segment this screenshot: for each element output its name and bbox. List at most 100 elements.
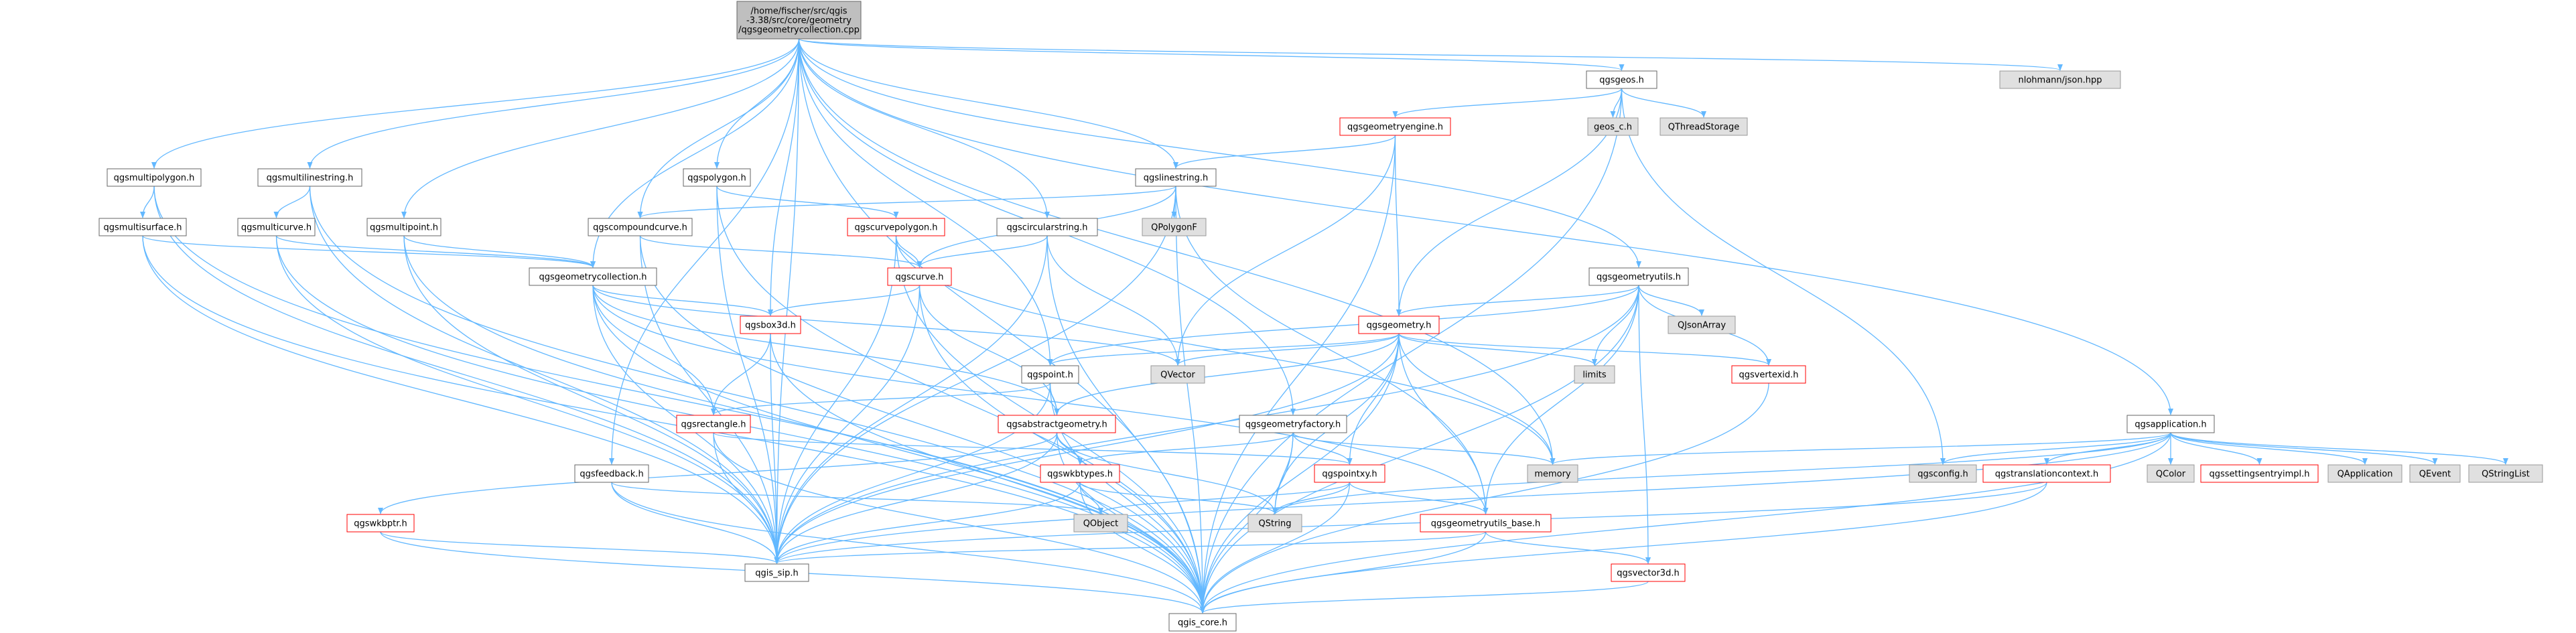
node-label-qgsconfig: qgsconfig.h <box>1917 470 1968 480</box>
edge-qgsgeometryutils-to-qgspoint <box>1047 285 1639 366</box>
node-label-qgsvertexid: qgsvertexid.h <box>1739 370 1798 380</box>
node-box-nlohmann <box>1999 70 2121 89</box>
node-qgsmultisurface[interactable]: qgsmultisurface.h <box>98 218 187 236</box>
node-qgsgeometryfactory[interactable]: qgsgeometryfactory.h <box>1239 415 1347 433</box>
node-qgsabstractgeometry[interactable]: qgsabstractgeometry.h <box>998 415 1116 433</box>
edge-qgspolygon-to-qgis_sip <box>716 186 780 564</box>
node-root[interactable]: /home/fischer/src/qgis-3.38/src/core/geo… <box>736 1 862 40</box>
node-label-qvector: QVector <box>1160 370 1195 380</box>
edge-qgsgeometryutils-to-qgis_sip <box>774 285 1639 564</box>
node-qgsmultilinestring[interactable]: qgsmultilinestring.h <box>257 168 362 187</box>
node-box-qgsabstractgeometry <box>998 415 1116 433</box>
edge-qgsmultipolygon-to-qgsmultisurface <box>140 186 155 218</box>
node-qgsmulticurve[interactable]: qgsmulticurve.h <box>237 218 316 236</box>
edge-qgsgeos-to-qgis_core <box>1200 88 1623 614</box>
node-label-qgsgeometrycollection: qgsgeometrycollection.h <box>539 273 647 283</box>
node-qgscurve[interactable]: qgscurve.h <box>887 267 952 286</box>
edge-root-to-qgsgeometryutils <box>798 38 1641 268</box>
node-qgsgeometryutils[interactable]: qgsgeometryutils.h <box>1588 267 1689 286</box>
edge-qgsrectangle-to-qgspointxy <box>713 432 1353 465</box>
edge-qgsgeometry-to-qgsvertexid <box>1398 333 1771 366</box>
node-qgscircularstring[interactable]: qgscircularstring.h <box>996 218 1098 236</box>
node-label-qgscurve: qgscurve.h <box>895 273 943 283</box>
node-label-qgsabstractgeometry: qgsabstractgeometry.h <box>1006 420 1107 430</box>
node-label-geos_c: geos_c.h <box>1594 123 1632 133</box>
node-qgsrectangle[interactable]: qgsrectangle.h <box>676 415 751 433</box>
edge-qgscircularstring-to-qgscurve <box>917 235 1048 268</box>
node-qgsconfig: qgsconfig.h <box>1909 464 1977 483</box>
node-qgswkbtypes[interactable]: qgswkbtypes.h <box>1040 464 1120 483</box>
node-qgspointxy[interactable]: qgspointxy.h <box>1314 464 1385 483</box>
node-qgis_sip[interactable]: qgis_sip.h <box>744 563 809 582</box>
node-qgsapplication[interactable]: qgsapplication.h <box>2126 415 2215 433</box>
node-label-qgsmultipolygon: qgsmultipolygon.h <box>114 173 195 184</box>
edge-qgslinestring-to-qgsgeometryutils_base <box>1175 186 1489 514</box>
edge-qgsapplication-to-qgis_core <box>1200 432 2171 614</box>
edge-qgswkbptr-to-qgis_sip <box>380 531 780 564</box>
node-label-qstringlist: QStringList <box>2482 470 2530 480</box>
edge-qgswkbtypes-to-qgis_sip <box>774 482 1081 564</box>
node-qgsmultipolygon[interactable]: qgsmultipolygon.h <box>107 168 202 187</box>
edge-qgsmultilinestring-to-qgsmulticurve <box>273 186 311 218</box>
node-label-qgssettingsentryimpl: qgssettingsentryimpl.h <box>2209 470 2309 480</box>
node-qgsgeometryutils_base[interactable]: qgsgeometryutils_base.h <box>1420 514 1552 533</box>
node-qjsonarray: QJsonArray <box>1668 315 1736 334</box>
node-qgsvector3d[interactable]: qgsvector3d.h <box>1611 563 1686 582</box>
node-qgsbox3d[interactable]: qgsbox3d.h <box>740 315 801 334</box>
node-qgsmultipoint[interactable]: qgsmultipoint.h <box>366 218 442 236</box>
edge-qgsgeometryutils_base-to-qgsvector3d <box>1485 531 1651 564</box>
node-qgscompoundcurve[interactable]: qgscompoundcurve.h <box>588 218 693 236</box>
node-box-qgsgeometryengine <box>1339 117 1451 136</box>
node-qgsgeometryengine[interactable]: qgsgeometryengine.h <box>1339 117 1451 136</box>
node-label-qgslinestring: qgslinestring.h <box>1144 173 1208 184</box>
node-box-qgscircularstring <box>996 218 1098 236</box>
edge-qgsapplication-to-qstringlist <box>2170 432 2508 465</box>
edge-qgsgeometrycollection-to-qvector <box>592 285 1180 366</box>
edge-root-to-qgsfeedback <box>609 38 800 465</box>
edge-qgscompoundcurve-to-qgis_sip <box>639 235 780 564</box>
node-label-qgspointxy: qgspointxy.h <box>1322 470 1377 480</box>
node-qpolygonf: QPolygonF <box>1142 218 1207 236</box>
node-qgssettingsentryimpl[interactable]: qgssettingsentryimpl.h <box>2200 464 2319 483</box>
node-label-nlohmann: nlohmann/json.hpp <box>2019 76 2102 86</box>
edge-root-to-qgsgeos <box>798 38 1625 71</box>
edge-qgsmultilinestring-to-qgis_core <box>309 186 1205 614</box>
edge-qgscompoundcurve-to-qgscurve <box>639 235 923 268</box>
node-qgslinestring[interactable]: qgslinestring.h <box>1135 168 1217 187</box>
node-qgsvertexid[interactable]: qgsvertexid.h <box>1731 365 1806 384</box>
node-nlohmann: nlohmann/json.hpp <box>1999 70 2121 89</box>
edge-qgspointxy-to-qgsgeometryutils_base <box>1349 482 1489 514</box>
node-qgspolygon[interactable]: qgspolygon.h <box>683 168 751 187</box>
edge-root-to-qgslinestring <box>798 38 1178 169</box>
edge-qgsrectangle-to-qgis_sip <box>713 432 780 564</box>
edge-qgspointxy-to-qobject <box>1098 482 1351 514</box>
edge-qgsgeometryutils_base-to-qgis_sip <box>774 531 1487 564</box>
edge-root-to-qgscompoundcurve <box>637 38 800 218</box>
edge-qgsfeedback-to-qgis_core <box>611 482 1205 614</box>
node-box-qpolygonf <box>1142 218 1207 236</box>
node-box-memory <box>1527 464 1578 483</box>
node-label-qapplication: QApplication <box>2337 470 2393 480</box>
node-label-qgsbox3d: qgsbox3d.h <box>745 321 796 331</box>
node-qgspoint[interactable]: qgspoint.h <box>1021 365 1079 384</box>
node-qgscurvepolygon[interactable]: qgscurvepolygon.h <box>847 218 945 236</box>
node-label-qgspoint: qgspoint.h <box>1027 370 1073 380</box>
node-qgsfeedback[interactable]: qgsfeedback.h <box>574 464 649 483</box>
node-qgstranslationcontext[interactable]: qgstranslationcontext.h <box>1982 464 2111 483</box>
node-qgsgeometry[interactable]: qgsgeometry.h <box>1358 315 1440 334</box>
edge-qgsgeometryengine-to-qgsgeometry <box>1394 135 1402 316</box>
edge-qgsgeometry-to-qgspoint <box>1047 333 1400 366</box>
edge-qgsgeometryengine-to-qgis_core <box>1200 135 1396 614</box>
node-qgswkbptr[interactable]: qgswkbptr.h <box>346 514 415 533</box>
node-box-qgswkbptr <box>346 514 415 533</box>
edge-qgsmultisurface-to-qgsgeometrycollection <box>142 235 596 268</box>
edge-qgsgeometry-to-qgsabstractgeometry <box>1054 333 1400 415</box>
node-qgsgeometrycollection[interactable]: qgsgeometrycollection.h <box>529 267 657 286</box>
node-box-qthreadstorage <box>1659 117 1748 136</box>
edge-qgsgeometry-to-limits <box>1398 333 1597 366</box>
edge-qgsgeometryengine-to-qvector <box>1175 135 1396 366</box>
edge-qgsgeos-to-qgsconfig <box>1621 88 1946 465</box>
node-qgis_core[interactable]: qgis_core.h <box>1168 613 1237 632</box>
node-qgsgeos[interactable]: qgsgeos.h <box>1586 70 1657 89</box>
edge-qgsgeos-to-qgsgeometryengine <box>1392 88 1623 118</box>
